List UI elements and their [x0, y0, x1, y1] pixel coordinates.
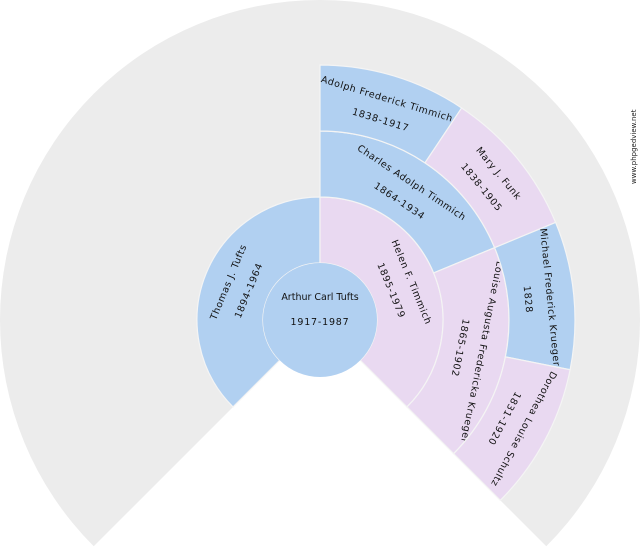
root-person-dates: 1917-1987: [291, 317, 350, 328]
root-person-circle[interactable]: [263, 263, 377, 377]
root-person[interactable]: Arthur Carl Tufts 1917-1987: [263, 263, 377, 377]
ancestor-dates: 1828: [521, 285, 535, 313]
watermark: www.phpgedview.net: [630, 109, 638, 184]
ancestor-cell[interactable]: Louise Augusta Fredericka Krueger1865-19…: [406, 246, 510, 455]
ancestor-sector[interactable]: [452, 356, 571, 502]
root-person-name[interactable]: Arthur Carl Tufts: [281, 292, 358, 303]
